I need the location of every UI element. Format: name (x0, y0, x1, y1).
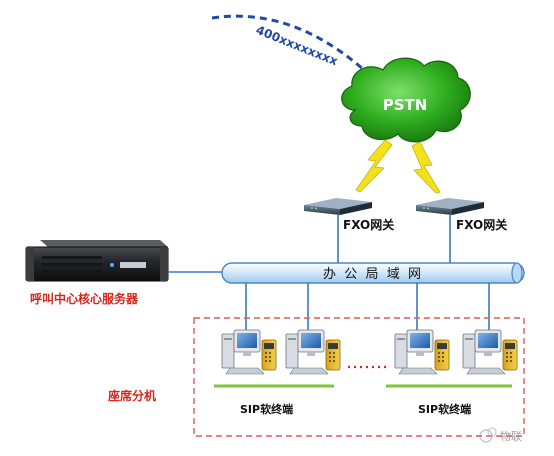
sip-group-right-label: SIP软终端 (418, 402, 471, 416)
core-server-icon (25, 240, 169, 282)
lightning-right-icon (411, 141, 441, 194)
fxo-gateway-right (416, 198, 484, 215)
core-server-label: 呼叫中心核心服务器 (30, 291, 139, 306)
workstation-icon-3 (394, 329, 450, 375)
pstn-label: PSTN (383, 96, 428, 114)
fxo-gateway-right-label: FXO网关 (456, 217, 507, 232)
dial-in-arrow (211, 14, 389, 94)
workstation-icon-1 (221, 329, 277, 375)
dial-in-number-label: 400xxxxxxxx (254, 23, 340, 69)
pstn-cloud (341, 57, 471, 143)
watermark (479, 427, 497, 443)
workstation-icon-4 (462, 329, 518, 375)
sip-group-left-label: SIP软终端 (240, 402, 293, 416)
fxo-gateway-left-label: FXO网关 (343, 217, 394, 232)
office-lan-label: 办 公 局 域 网 (323, 267, 421, 282)
lightning-left-icon (355, 139, 393, 193)
watermark-text: 物联 (500, 429, 522, 443)
fxo-gateway-left (304, 198, 372, 215)
workstation-icon-2 (285, 329, 341, 375)
agent-area-box (193, 317, 525, 437)
agent-extensions-label: 座席分机 (107, 388, 156, 403)
office-lan-bar (221, 262, 525, 284)
